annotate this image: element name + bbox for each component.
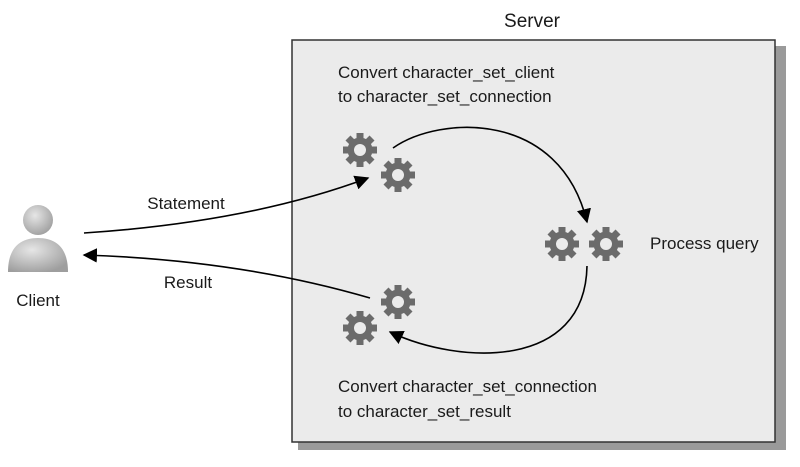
client-label: Client [16, 291, 60, 310]
step-top-line1: Convert character_set_client [338, 63, 555, 82]
server-label: Server [504, 11, 561, 32]
statement-arrow [83, 175, 370, 234]
step-bottom-line2: to character_set_result [338, 402, 511, 421]
step-bottom-line1: Convert character_set_connection [338, 377, 597, 396]
from-process-arrow [388, 265, 588, 354]
result-label: Result [164, 273, 212, 292]
result-arrow [82, 248, 371, 299]
user-icon [8, 205, 68, 272]
to-process-arrow [392, 126, 591, 224]
server-box [291, 39, 776, 443]
statement-label: Statement [147, 194, 225, 213]
step-process-label: Process query [650, 234, 759, 253]
step-top-line2: to character_set_connection [338, 87, 552, 106]
